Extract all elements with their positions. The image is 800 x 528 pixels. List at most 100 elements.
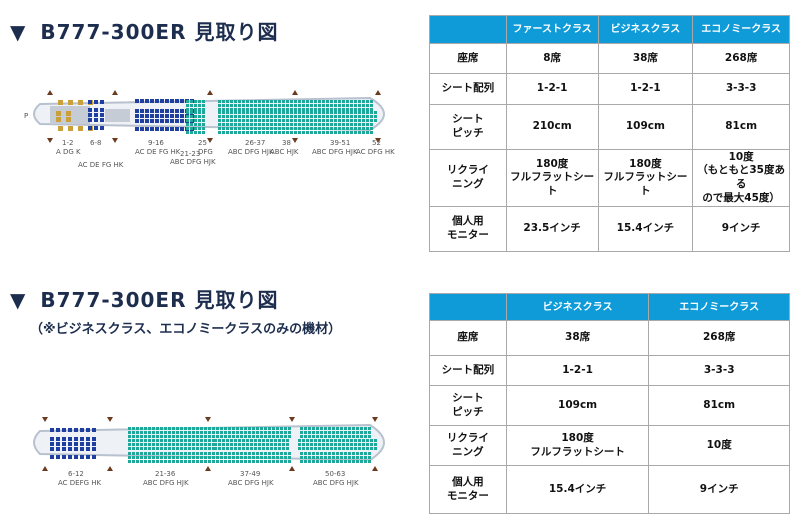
seat: [80, 447, 84, 451]
seat: [100, 113, 104, 117]
seat: [342, 119, 345, 122]
seat: [374, 439, 377, 442]
seat: [92, 455, 96, 459]
seat: [140, 439, 143, 442]
seat: [286, 100, 289, 103]
seat: [140, 427, 143, 430]
seat: [346, 108, 349, 111]
seat: [218, 115, 221, 118]
seat: [262, 443, 265, 446]
seat: [304, 435, 307, 438]
seat: [310, 447, 313, 450]
seat-range-label: A DG K: [56, 148, 81, 156]
seat: [350, 447, 353, 450]
seat: [188, 439, 191, 442]
seat: [180, 109, 184, 113]
seat: [190, 119, 193, 122]
seat: [224, 427, 227, 430]
seat: [250, 104, 253, 107]
seat: [234, 443, 237, 446]
seat: [56, 111, 61, 116]
title-text: B777-300ER 見取り図: [40, 288, 279, 312]
seat: [338, 115, 341, 118]
seat: [288, 452, 291, 455]
seat: [128, 439, 131, 442]
seat: [318, 127, 321, 130]
seat: [152, 427, 155, 430]
seat: [88, 118, 92, 122]
seat: [302, 127, 305, 130]
seat: [268, 431, 271, 434]
seat: [262, 439, 265, 442]
seat: [294, 131, 297, 134]
seat: [362, 439, 365, 442]
seat: [238, 104, 241, 107]
seat: [62, 428, 66, 432]
seat: [274, 123, 277, 126]
seat: [358, 447, 361, 450]
seat: [270, 447, 273, 450]
seat: [304, 431, 307, 434]
seat: [370, 119, 373, 122]
seat: [212, 439, 215, 442]
seat: [354, 439, 357, 442]
seat: [152, 435, 155, 438]
seat: [262, 123, 265, 126]
seat: [156, 443, 159, 446]
seat: [308, 435, 311, 438]
seat: [148, 439, 151, 442]
seat: [226, 127, 229, 130]
seat: [254, 131, 257, 134]
seat: [156, 456, 159, 459]
seat: [302, 115, 305, 118]
seat: [266, 123, 269, 126]
seat: [340, 456, 343, 459]
seat: [86, 442, 90, 446]
table-cell: 210cm: [505, 104, 599, 150]
seat: [252, 460, 255, 463]
seat: [312, 460, 315, 463]
seat: [230, 111, 233, 114]
seat: [284, 431, 287, 434]
seat: [312, 452, 315, 455]
seat: [234, 100, 237, 103]
exit-arrow-icon: [375, 138, 381, 143]
seat: [348, 452, 351, 455]
seat: [338, 443, 341, 446]
seat: [302, 111, 305, 114]
seat: [354, 127, 357, 130]
seat: [346, 439, 349, 442]
seat: [136, 439, 139, 442]
seat: [356, 427, 359, 430]
seat: [94, 126, 98, 130]
seat: [278, 104, 281, 107]
seat: [316, 431, 319, 434]
seat: [254, 111, 257, 114]
seat: [150, 99, 154, 103]
seat: [256, 456, 259, 459]
seat: [334, 104, 337, 107]
exit-arrow-icon: [205, 466, 211, 471]
seat: [160, 127, 164, 131]
seat: [150, 127, 154, 131]
seat: [338, 447, 341, 450]
seat: [242, 123, 245, 126]
seat: [165, 114, 169, 118]
seat: [270, 100, 273, 103]
seat: [218, 131, 221, 134]
seat: [364, 452, 367, 455]
seat: [362, 127, 365, 130]
seat: [370, 100, 373, 103]
seat: [218, 443, 221, 446]
seat: [310, 127, 313, 130]
seat: [362, 443, 365, 446]
seat: [244, 427, 247, 430]
seat: [180, 119, 184, 123]
seat: [346, 443, 349, 446]
seat: [300, 452, 303, 455]
seat: [50, 437, 54, 441]
seat: [260, 431, 263, 434]
seat: [282, 100, 285, 103]
seat: [322, 439, 325, 442]
